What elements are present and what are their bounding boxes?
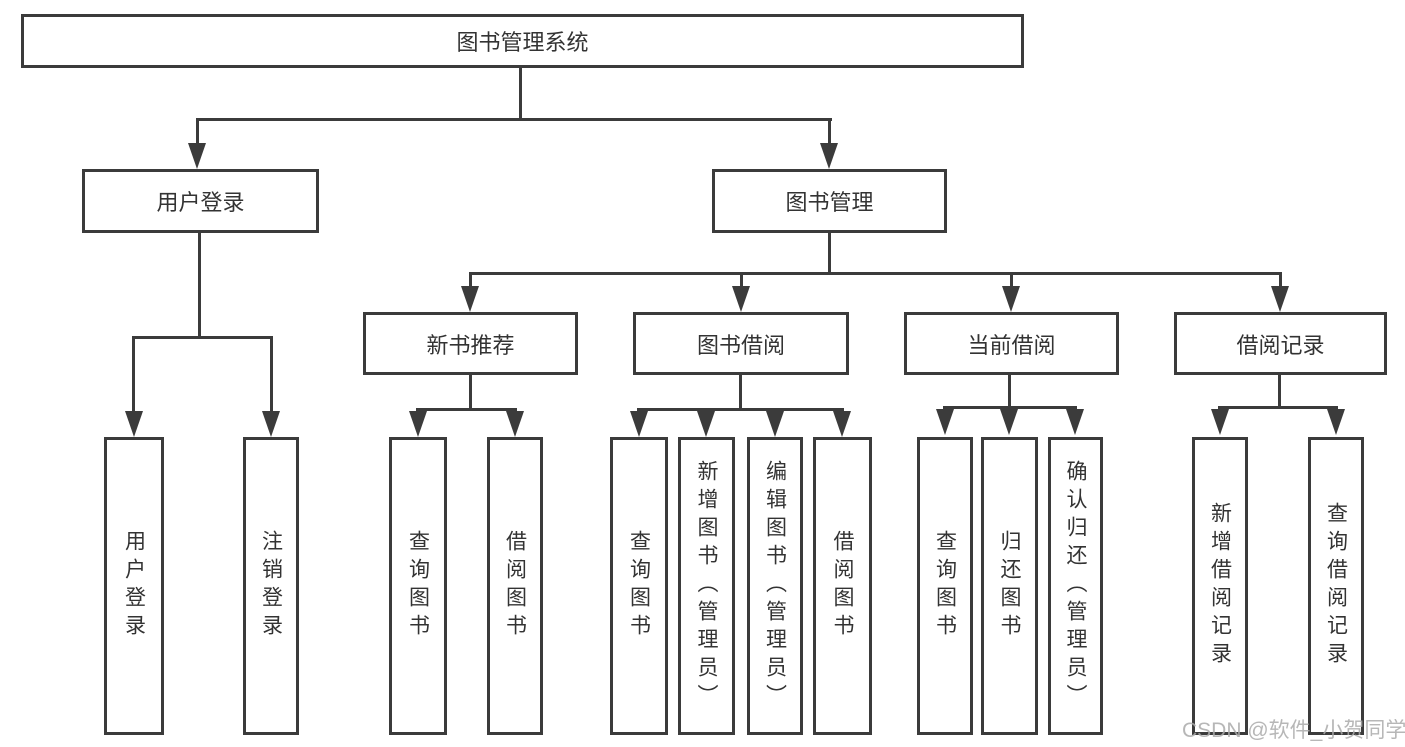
node-label: 查询图书 <box>406 530 430 642</box>
node-new-book-recommendation: 新书推荐 <box>363 312 578 375</box>
node-label: 编辑图书（管理员） <box>763 460 787 712</box>
node-user-login-group: 用户登录 <box>82 169 319 233</box>
node-label: 注销登录 <box>259 530 283 642</box>
leaf-query-books-borrowing: 查询图书 <box>610 437 668 735</box>
leaf-add-book-admin: 新增图书（管理员） <box>678 437 735 735</box>
edge-line <box>1278 375 1281 406</box>
node-label: 新增借阅记录 <box>1208 502 1232 670</box>
arrowhead-icon <box>409 411 427 437</box>
node-borrowing-records: 借阅记录 <box>1174 312 1387 375</box>
edge-line <box>469 272 1282 275</box>
node-label: 图书管理系统 <box>456 30 589 55</box>
node-label: 图书借阅 <box>696 332 785 358</box>
edge-line <box>196 121 199 144</box>
edge-line <box>469 375 472 408</box>
node-label: 确认归还（管理员） <box>1064 460 1087 712</box>
node-book-borrowing: 图书借阅 <box>633 312 849 375</box>
node-library-system: 图书管理系统 <box>21 14 1024 68</box>
node-label: 用户登录 <box>156 190 245 215</box>
arrowhead-icon <box>506 411 524 437</box>
arrowhead-icon <box>1000 409 1018 435</box>
edge-line <box>519 68 522 118</box>
node-label: 查询图书 <box>933 530 957 642</box>
edge-line <box>469 275 472 286</box>
arrowhead-icon <box>732 286 750 312</box>
node-label: 查询图书 <box>627 530 651 642</box>
arrowhead-icon <box>833 411 851 437</box>
edge-line <box>132 339 135 411</box>
node-label: 借阅图书 <box>831 530 854 642</box>
leaf-borrow-books: 借阅图书 <box>813 437 872 735</box>
edge-line <box>1279 275 1282 286</box>
edge-line <box>1010 275 1013 286</box>
leaf-confirm-return-admin: 确认归还（管理员） <box>1048 437 1103 735</box>
arrowhead-icon <box>766 411 784 437</box>
edge-line <box>132 336 273 339</box>
arrowhead-icon <box>1271 286 1289 312</box>
leaf-query-books-current: 查询图书 <box>917 437 973 735</box>
edge-line <box>740 275 743 286</box>
arrowhead-icon <box>630 411 648 437</box>
node-book-management: 图书管理 <box>712 169 947 233</box>
leaf-user-login: 用户登录 <box>104 437 164 735</box>
leaf-edit-book-admin: 编辑图书（管理员） <box>747 437 803 735</box>
leaf-add-borrow-record: 新增借阅记录 <box>1192 437 1248 735</box>
arrowhead-icon <box>1211 409 1229 435</box>
node-current-borrowing: 当前借阅 <box>904 312 1119 375</box>
node-label: 新增图书（管理员） <box>695 460 718 712</box>
node-label: 用户登录 <box>122 530 146 642</box>
node-label: 借阅图书 <box>503 530 527 642</box>
arrowhead-icon <box>936 409 954 435</box>
arrowhead-icon <box>461 286 479 312</box>
edge-line <box>943 406 1077 409</box>
edge-line <box>416 408 517 411</box>
node-label: 新书推荐 <box>426 332 515 358</box>
arrowhead-icon <box>1002 286 1020 312</box>
node-label: 查询借阅记录 <box>1324 502 1348 670</box>
edge-line <box>828 233 831 272</box>
edge-line <box>198 233 201 336</box>
node-label: 借阅记录 <box>1236 332 1325 358</box>
leaf-query-borrow-record: 查询借阅记录 <box>1308 437 1364 735</box>
leaf-return-books: 归还图书 <box>981 437 1038 735</box>
arrowhead-icon <box>1066 409 1084 435</box>
node-label: 当前借阅 <box>967 332 1056 358</box>
edge-line <box>1008 375 1011 406</box>
arrowhead-icon <box>125 411 143 437</box>
edge-line <box>739 375 742 408</box>
edge-line <box>270 339 273 411</box>
edge-line <box>637 408 844 411</box>
arrowhead-icon <box>1327 409 1345 435</box>
leaf-borrow-books-recommend: 借阅图书 <box>487 437 543 735</box>
edge-line <box>1218 406 1338 409</box>
leaf-query-books-recommend: 查询图书 <box>389 437 447 735</box>
arrowhead-icon <box>262 411 280 437</box>
node-label: 归还图书 <box>998 530 1021 642</box>
leaf-logout: 注销登录 <box>243 437 299 735</box>
arrowhead-icon <box>188 143 206 169</box>
edge-line <box>828 121 831 144</box>
arrowhead-icon <box>697 411 715 437</box>
node-label: 图书管理 <box>785 190 874 215</box>
csdn-watermark: CSDN @软件_小贺同学 <box>1182 719 1405 742</box>
arrowhead-icon <box>820 143 838 169</box>
edge-line <box>196 118 832 121</box>
